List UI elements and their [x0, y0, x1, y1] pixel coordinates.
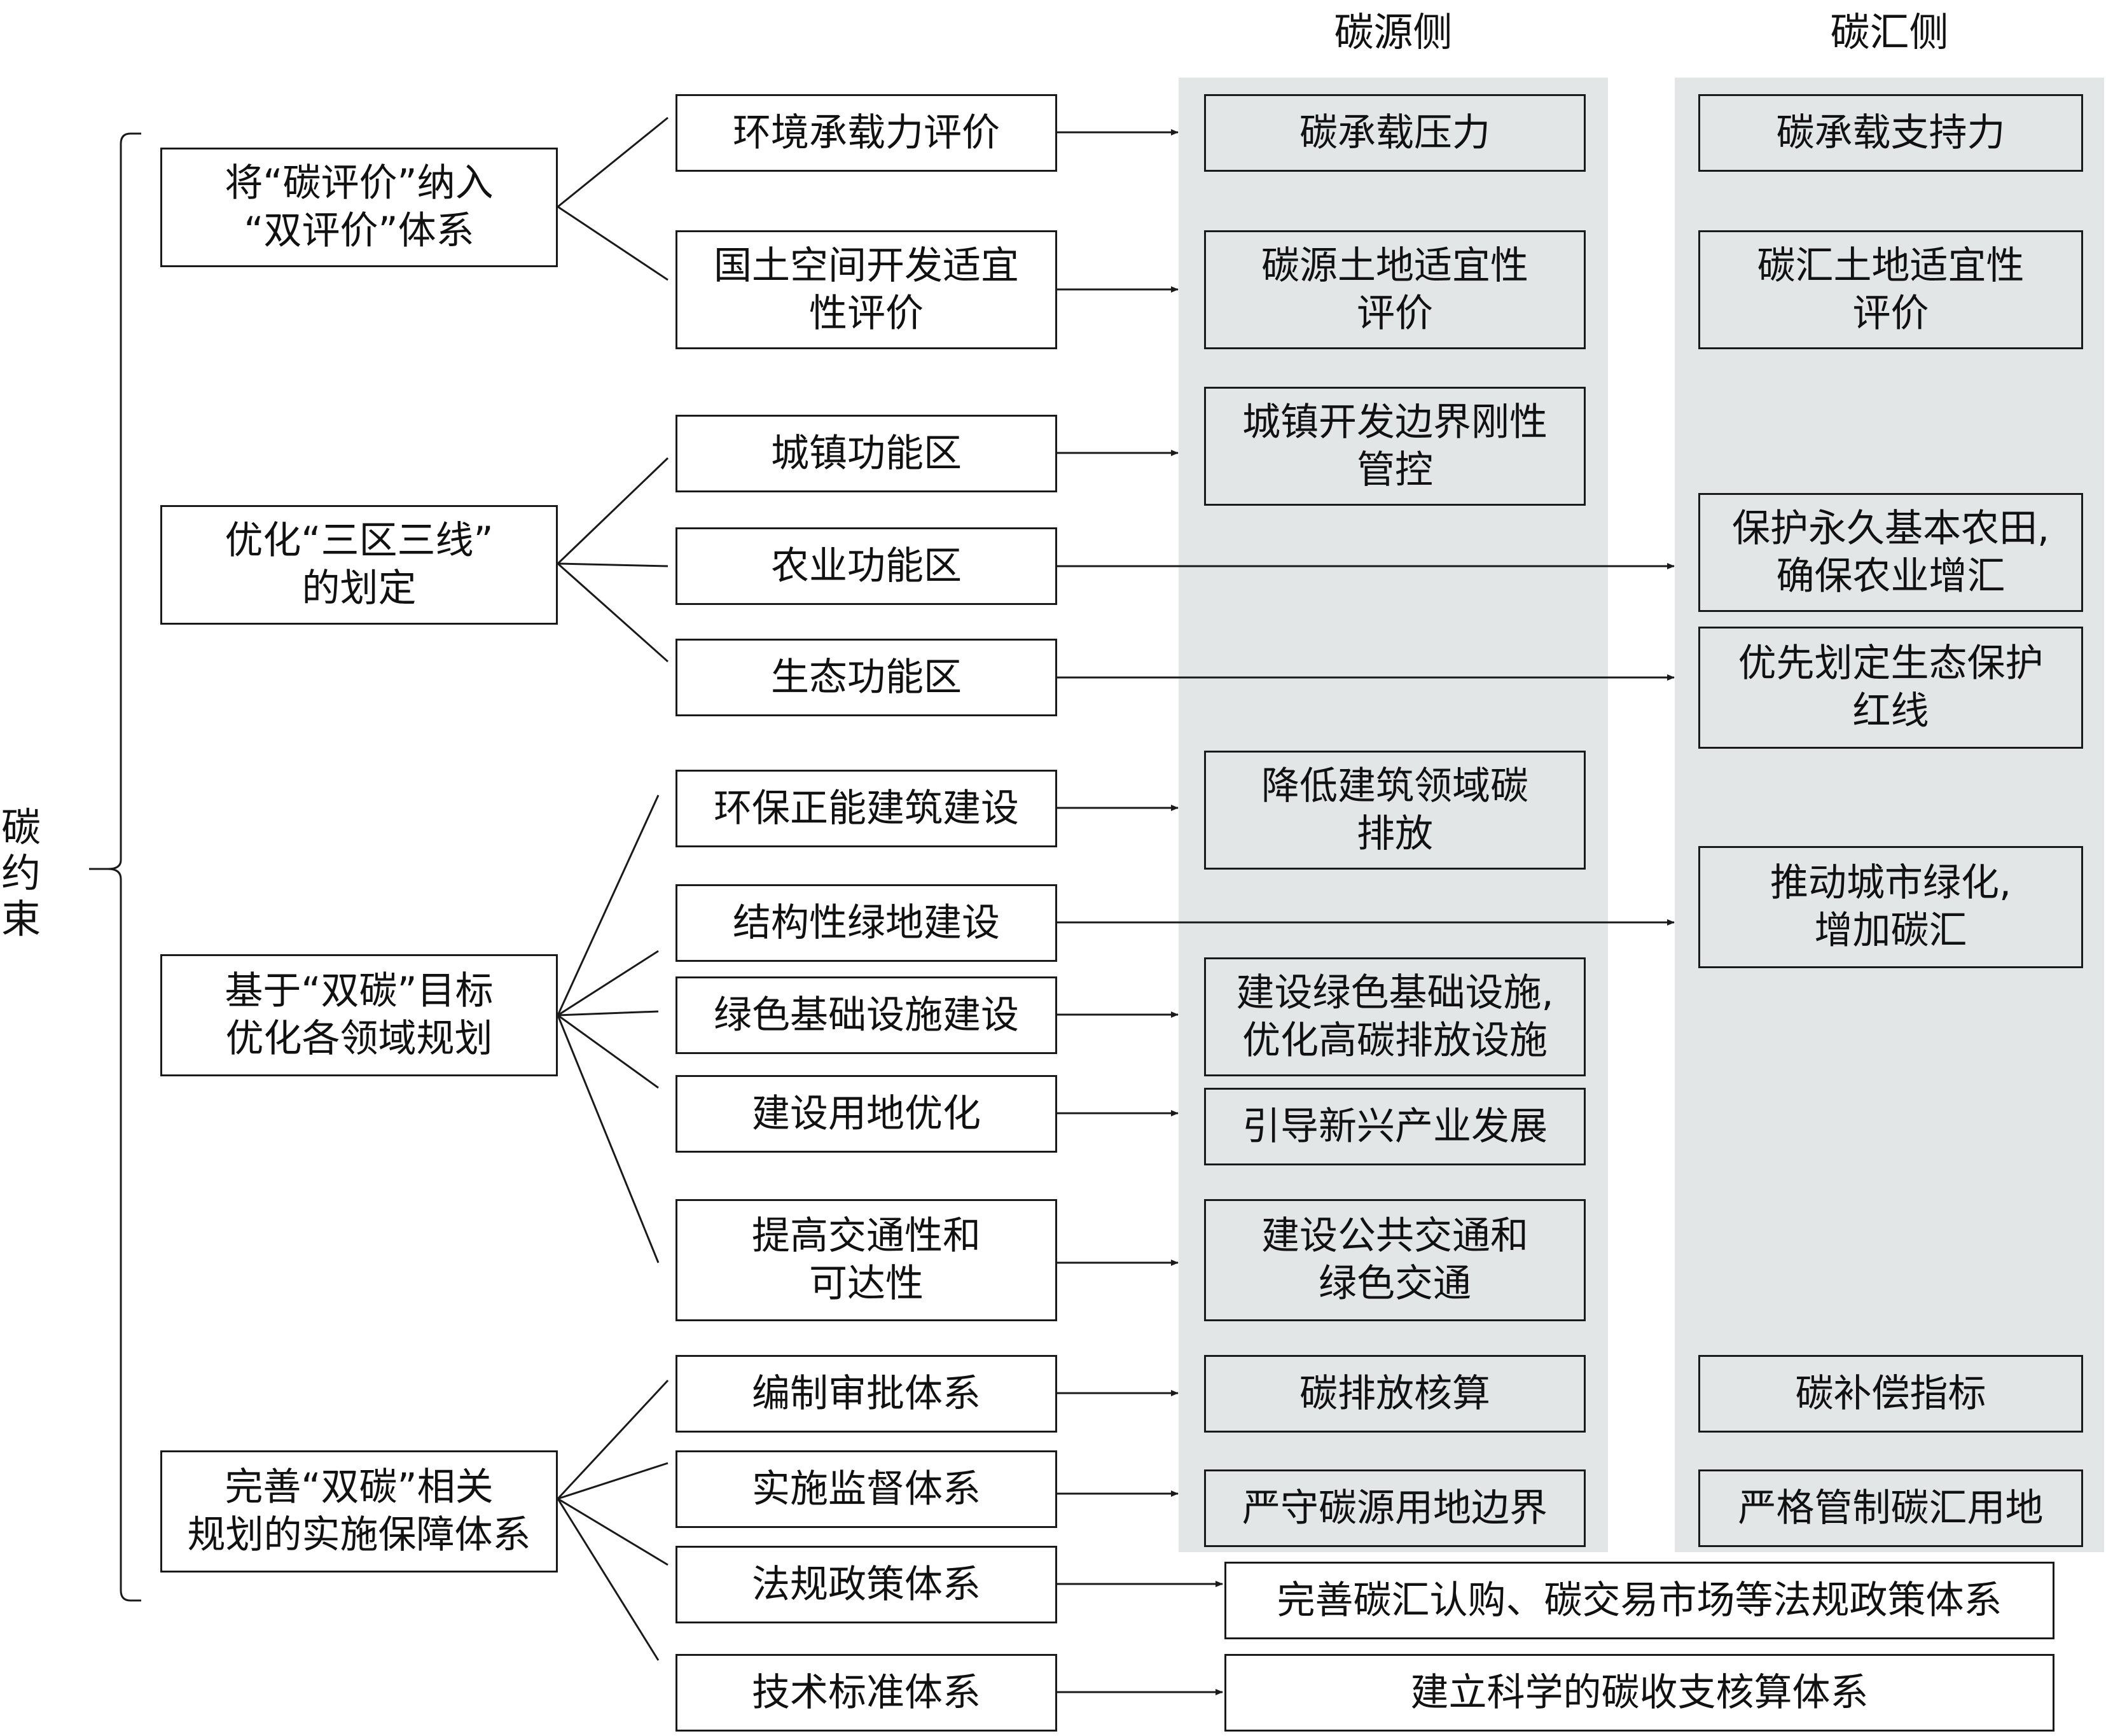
- source-side-header: 碳源侧: [1334, 9, 1453, 55]
- root-label-carbon-constraint: 碳 约 束: [1, 804, 41, 942]
- measure-supervision-system: 实施监督体系: [675, 1450, 1057, 1528]
- wide-accounting-system: 建立科学的碳收支核算体系: [1224, 1654, 2054, 1732]
- measure-technical-standard: 技术标准体系: [675, 1654, 1057, 1732]
- measure-structural-greenland: 结构性绿地建设: [675, 884, 1057, 962]
- sink-land-control: 严格管制碳汇用地: [1698, 1469, 2083, 1547]
- source-carbon-pressure: 碳承载压力: [1204, 94, 1586, 172]
- root-bracket: [89, 132, 141, 1602]
- measure-green-infrastructure: 绿色基础设施建设: [675, 976, 1057, 1054]
- source-land-suitability: 碳源土地适宜性 评价: [1204, 230, 1586, 349]
- source-urban-boundary: 城镇开发边界刚性 管控: [1204, 387, 1586, 506]
- source-green-infrastructure: 建设绿色基础设施, 优化高碳排放设施: [1204, 957, 1586, 1076]
- source-emerging-industry: 引导新兴产业发展: [1204, 1088, 1586, 1165]
- sink-compensation-index: 碳补偿指标: [1698, 1355, 2083, 1433]
- source-emission-accounting: 碳排放核算: [1204, 1355, 1586, 1433]
- category-dual-carbon-planning: 基于“双碳”目标 优化各领域规划: [160, 954, 558, 1076]
- wide-regulation-market: 完善碳汇认购、碳交易市场等法规政策体系: [1224, 1562, 2054, 1639]
- measure-approval-system: 编制审批体系: [675, 1355, 1057, 1433]
- source-land-boundary: 严守碳源用地边界: [1204, 1469, 1586, 1547]
- measure-agricultural-zone: 农业功能区: [675, 527, 1057, 605]
- sink-ecological-redline: 优先划定生态保护 红线: [1698, 627, 2083, 749]
- measure-urban-zone: 城镇功能区: [675, 415, 1057, 492]
- sink-urban-greening: 推动城市绿化, 增加碳汇: [1698, 846, 2083, 968]
- measure-land-suitability: 国土空间开发适宜 性评价: [675, 230, 1057, 349]
- measure-green-building: 环保正能建筑建设: [675, 770, 1057, 847]
- measure-environmental-capacity: 环境承载力评价: [675, 94, 1057, 172]
- sink-side-header: 碳汇侧: [1830, 9, 1949, 55]
- category-implementation-guarantee: 完善“双碳”相关 规划的实施保障体系: [160, 1450, 558, 1573]
- measure-transport-accessibility: 提高交通性和 可达性: [675, 1199, 1057, 1321]
- sink-carbon-support: 碳承载支持力: [1698, 94, 2083, 172]
- measure-ecological-zone: 生态功能区: [675, 639, 1057, 716]
- sink-farmland-protection: 保护永久基本农田, 确保农业增汇: [1698, 493, 2083, 612]
- source-building-emission: 降低建筑领域碳 排放: [1204, 751, 1586, 870]
- measure-construction-land: 建设用地优化: [675, 1075, 1057, 1153]
- category-three-zones-three-lines: 优化“三区三线” 的划定: [160, 505, 558, 625]
- sink-land-suitability: 碳汇土地适宜性 评价: [1698, 230, 2083, 349]
- measure-regulation-policy: 法规政策体系: [675, 1546, 1057, 1623]
- source-public-transport: 建设公共交通和 绿色交通: [1204, 1199, 1586, 1321]
- category-carbon-evaluation: 将“碳评价”纳入 “双评价”体系: [160, 148, 558, 267]
